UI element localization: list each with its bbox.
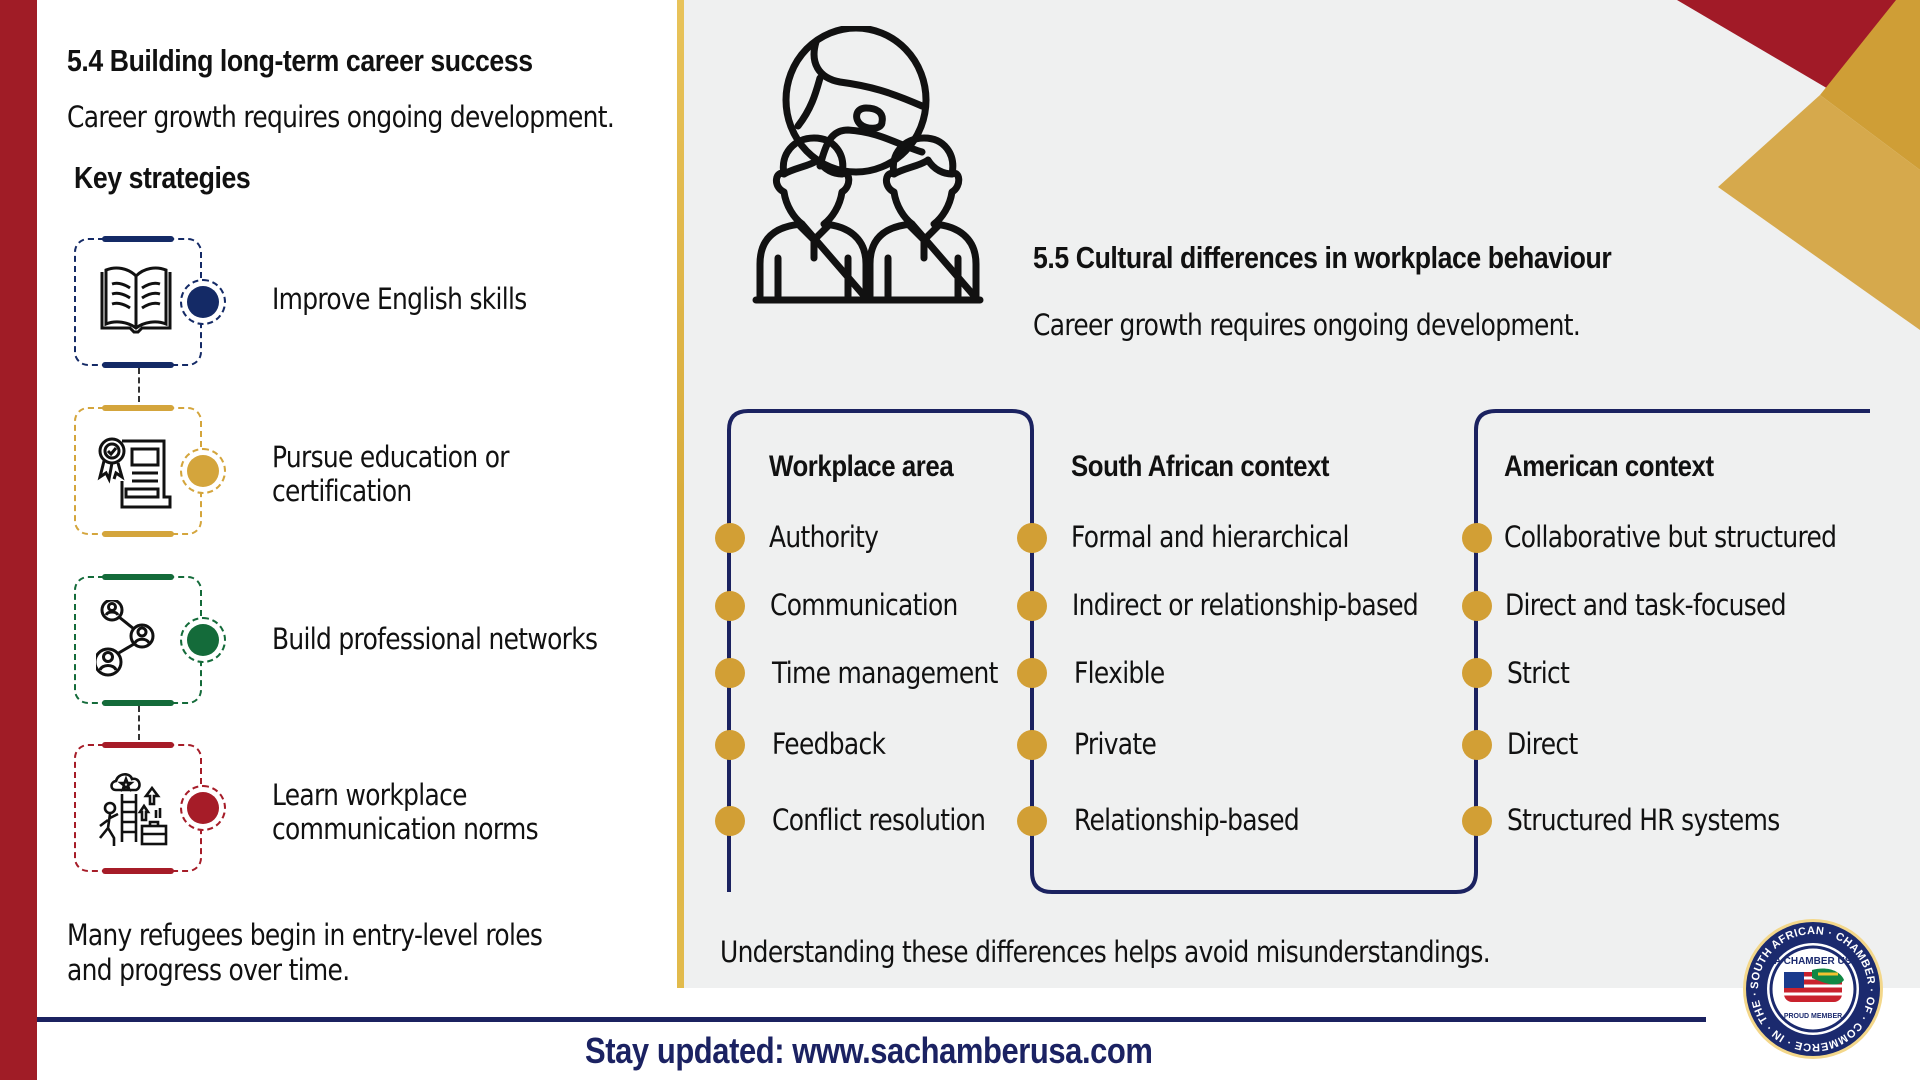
strategy-item-english: [74, 236, 226, 368]
row-marker-dot: [1462, 658, 1492, 688]
strategy-marker: [180, 448, 226, 494]
globe-two-people-icon: [752, 26, 984, 304]
table-cell: Relationship-based: [1074, 803, 1300, 837]
strategy-dot: [187, 792, 219, 824]
table-cell: Formal and hierarchical: [1071, 520, 1349, 554]
table-cell: Communication: [770, 588, 958, 622]
table-cell: Authority: [769, 520, 879, 554]
row-marker-dot: [715, 658, 745, 688]
table-cell: Direct and task-focused: [1505, 588, 1787, 622]
section-5-4-title: 5.4 Building long-term career success: [67, 43, 533, 78]
box-accent-bar: [102, 574, 174, 580]
strategy-marker: [180, 785, 226, 831]
table-cell: Direct: [1507, 727, 1578, 761]
corner-gold-triangle-light: [1718, 95, 1920, 330]
strategy-label: Improve English skills: [272, 282, 527, 316]
table-cell: Conflict resolution: [772, 803, 986, 837]
table-cell: Feedback: [772, 727, 886, 761]
strategy-connector: [138, 368, 140, 402]
strategy-marker: [180, 279, 226, 325]
row-marker-dot: [1017, 523, 1047, 553]
open-book-icon: [100, 266, 172, 334]
box-accent-bar: [102, 531, 174, 537]
section-5-4-subtitle: Career growth requires ongoing developme…: [67, 100, 615, 134]
career-ladder-icon: [98, 773, 168, 846]
row-marker-dot: [1462, 806, 1492, 836]
row-marker-dot: [715, 806, 745, 836]
strategy-dot: [187, 624, 219, 656]
logo-proud-member: PROUD MEMBER: [1784, 1013, 1842, 1020]
table-cell: Flexible: [1074, 656, 1165, 690]
strategy-marker: [180, 617, 226, 663]
box-accent-bar: [102, 236, 174, 242]
column-header-workplace-area: Workplace area: [769, 450, 954, 483]
table-cell: Time management: [772, 656, 998, 690]
closing-note-line-2: and progress over time.: [67, 953, 350, 987]
strategy-label: communication norms: [272, 812, 539, 846]
corner-gold-triangle-dark: [1820, 0, 1920, 170]
row-marker-dot: [1017, 806, 1047, 836]
column-header-american-context: American context: [1504, 450, 1714, 483]
row-marker-dot: [1017, 730, 1047, 760]
table-cell: Strict: [1507, 656, 1570, 690]
box-accent-bar: [102, 868, 174, 874]
strategy-label: Learn workplace: [272, 778, 467, 812]
row-marker-dot: [715, 591, 745, 621]
strategy-label: Build professional networks: [272, 622, 598, 656]
strategy-icon-box: [74, 574, 226, 706]
table-cell: Indirect or relationship-based: [1072, 588, 1419, 622]
strategy-icon-box: [74, 405, 226, 537]
gold-divider: [677, 0, 684, 988]
strategy-dot: [187, 455, 219, 487]
certificate-icon: [97, 437, 172, 509]
box-accent-bar: [102, 362, 174, 368]
strategy-item-networks: [74, 574, 226, 706]
table-cell: Private: [1074, 727, 1157, 761]
box-accent-bar: [102, 405, 174, 411]
box-accent-bar: [102, 742, 174, 748]
strategy-label: Pursue education or: [272, 440, 510, 474]
handshake-flags-icon: [1784, 968, 1844, 1002]
strategy-dot: [187, 286, 219, 318]
row-marker-dot: [715, 730, 745, 760]
strategy-connector: [138, 706, 140, 740]
strategy-icon-box: [74, 742, 226, 874]
strategy-item-education: [74, 405, 226, 537]
row-marker-dot: [715, 523, 745, 553]
row-marker-dot: [1462, 523, 1492, 553]
closing-note: Many refugees begin in entry-level roles…: [67, 918, 543, 988]
strategy-item-communication-norms: [74, 742, 226, 874]
left-accent-bar: [0, 0, 37, 1080]
closing-note-line-1: Many refugees begin in entry-level roles: [67, 918, 543, 952]
section-5-5-subtitle: Career growth requires ongoing developme…: [1033, 308, 1581, 342]
section-5-5-title: 5.5 Cultural differences in workplace be…: [1033, 240, 1612, 275]
row-marker-dot: [1017, 658, 1047, 688]
row-marker-dot: [1462, 591, 1492, 621]
section-5-5-conclusion: Understanding these differences helps av…: [720, 935, 1491, 969]
logo-inner-title: SA CHAMBER USA: [1767, 956, 1858, 967]
footer-website-link[interactable]: Stay updated: www.sachamberusa.com: [585, 1030, 1153, 1071]
strategy-icon-box: [74, 236, 226, 368]
column-header-south-african-context: South African context: [1071, 450, 1330, 483]
key-strategies-heading: Key strategies: [74, 160, 251, 195]
sa-chamber-usa-logo: SOUTH AFRICAN · CHAMBER · OF · COMMERCE …: [1742, 918, 1883, 1059]
row-marker-dot: [1462, 730, 1492, 760]
row-marker-dot: [1017, 591, 1047, 621]
box-accent-bar: [102, 700, 174, 706]
footer-divider: [37, 1017, 1706, 1022]
corner-decoration: [1677, 0, 1920, 330]
network-people-icon: [96, 600, 155, 677]
table-cell: Structured HR systems: [1507, 803, 1780, 837]
table-cell: Collaborative but structured: [1504, 520, 1837, 554]
strategy-label: certification: [272, 474, 412, 508]
